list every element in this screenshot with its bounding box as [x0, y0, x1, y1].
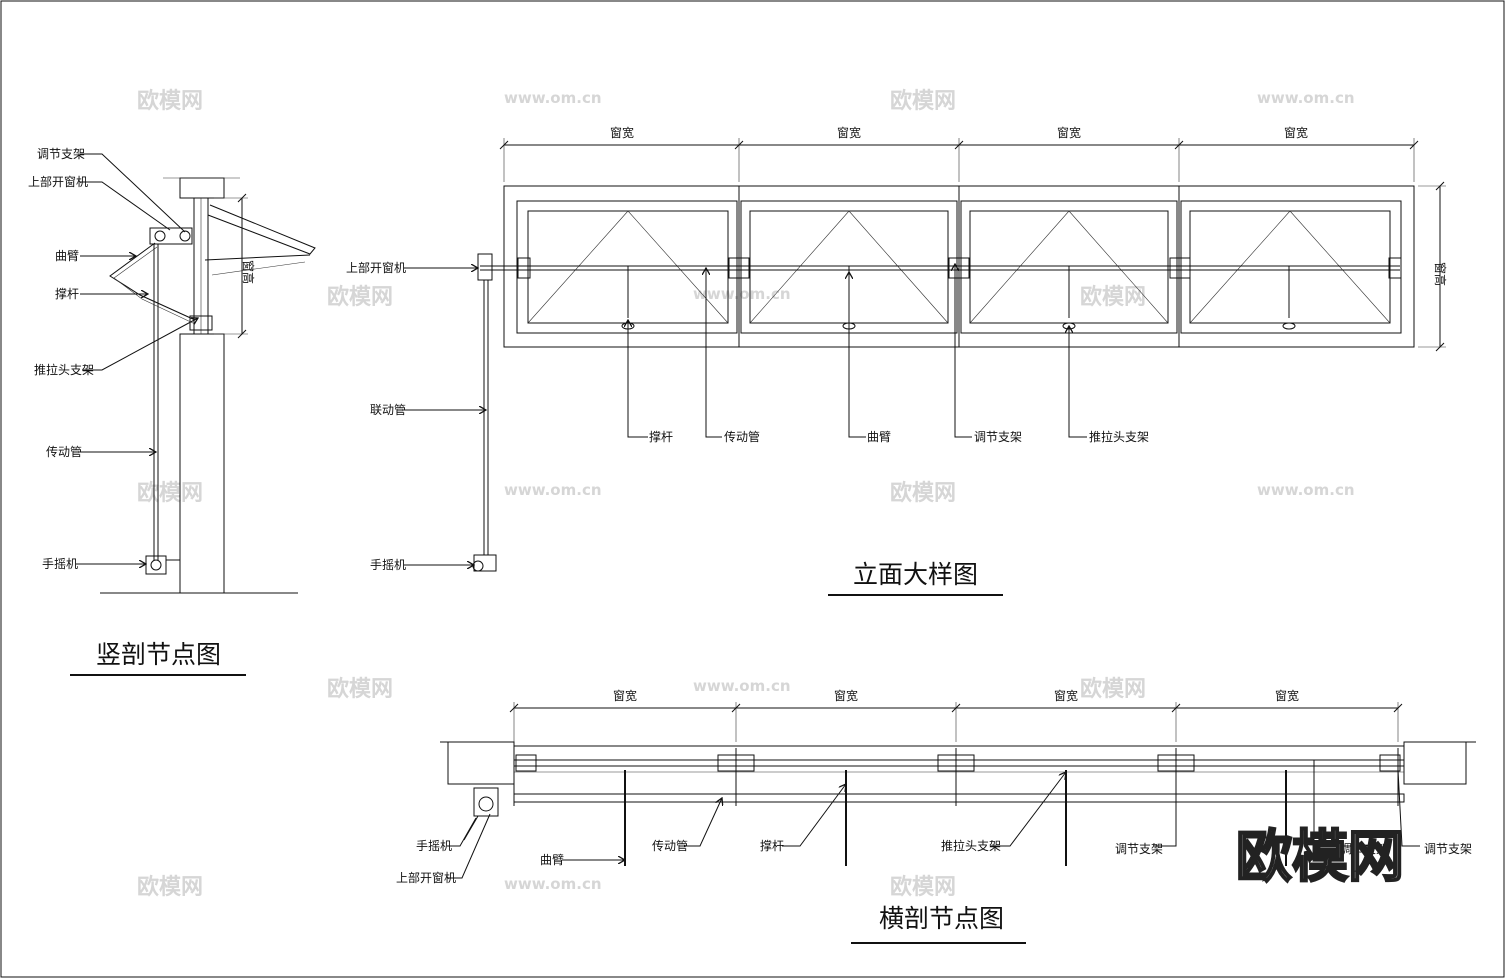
- label-push-bracket: 推拉头支架: [34, 362, 94, 377]
- elevation-leaders: [404, 264, 1087, 565]
- horizontal-section-title: 横剖节点图: [879, 904, 1004, 933]
- label-push-bracket: 推拉头支架: [1089, 429, 1149, 444]
- vertical-section-title: 竖剖节点图: [96, 640, 221, 669]
- svg-text:窗宽: 窗宽: [1284, 125, 1308, 140]
- vertical-section-drawing: [100, 177, 316, 594]
- svg-text:窗宽: 窗宽: [837, 125, 861, 140]
- watermark-logo: 欧模网: [1236, 825, 1404, 890]
- svg-text:窗宽: 窗宽: [1054, 688, 1078, 703]
- svg-text:窗高: 窗高: [1433, 262, 1448, 286]
- label-adjust-bracket: 调节支架: [37, 147, 85, 161]
- label-folding-arm: 曲臂: [55, 249, 79, 263]
- label-top-opener: 上部开窗机: [346, 260, 406, 275]
- svg-text:欧模网: 欧模网: [1080, 676, 1146, 702]
- label-strut: 撑杆: [55, 286, 79, 301]
- svg-text:www.om.cn: www.om.cn: [1257, 481, 1355, 499]
- label-hand-crank: 手摇机: [42, 557, 78, 571]
- svg-text:欧模网: 欧模网: [890, 480, 956, 506]
- label-drive-tube: 传动管: [652, 838, 688, 853]
- vertical-section-leaders: [76, 153, 198, 564]
- watermark-urls: www.om.cn www.om.cn www.om.cn www.om.cn …: [504, 89, 1355, 893]
- svg-text:窗宽: 窗宽: [1275, 688, 1299, 703]
- svg-text:欧模网: 欧模网: [327, 284, 393, 310]
- svg-text:窗宽: 窗宽: [613, 688, 637, 703]
- elevation-labels: 上部开窗机 联动管 手摇机 撑杆 传动管 曲臂 调节支架 推拉头支架: [346, 260, 1149, 572]
- svg-text:欧模网: 欧模网: [137, 88, 203, 114]
- vertical-section-dim: 窗高: [241, 260, 256, 284]
- label-adjust-bracket: 调节支架: [1115, 842, 1163, 856]
- label-strut: 撑杆: [649, 429, 673, 444]
- label-hand-crank: 手摇机: [416, 839, 452, 853]
- watermarks: 欧模网 欧模网 欧模网 欧模网 欧模网 欧模网 欧模网 欧模网 欧模网 欧模网: [137, 88, 1146, 900]
- elevation-title: 立面大样图: [853, 560, 978, 589]
- svg-text:欧模网: 欧模网: [890, 88, 956, 114]
- label-adjust-bracket: 调节支架: [1340, 842, 1388, 856]
- svg-text:www.om.cn: www.om.cn: [1257, 89, 1355, 107]
- label-drive-tube: 传动管: [724, 429, 760, 444]
- svg-text:www.om.cn: www.om.cn: [504, 481, 602, 499]
- horizontal-section-labels: 手摇机 上部开窗机 曲臂 传动管 撑杆 推拉头支架 调节支架 调节支架 调节支架: [396, 838, 1472, 885]
- elevation-drawing: [472, 138, 1446, 572]
- svg-text:www.om.cn: www.om.cn: [504, 875, 602, 893]
- svg-text:www.om.cn: www.om.cn: [693, 677, 791, 695]
- elevation-dims: 窗宽 窗宽 窗宽 窗宽 窗高: [610, 125, 1448, 286]
- label-top-opener: 上部开窗机: [28, 174, 88, 189]
- label-adjust-bracket: 调节支架: [1424, 842, 1472, 856]
- label-folding-arm: 曲臂: [540, 853, 564, 867]
- svg-text:窗宽: 窗宽: [610, 125, 634, 140]
- svg-text:欧模网: 欧模网: [890, 874, 956, 900]
- svg-text:欧模网: 欧模网: [137, 874, 203, 900]
- vertical-section-labels: 调节支架 上部开窗机 曲臂 撑杆 推拉头支架 传动管 手摇机: [28, 147, 94, 571]
- label-folding-arm: 曲臂: [867, 430, 891, 444]
- svg-text:窗宽: 窗宽: [834, 688, 858, 703]
- svg-text:窗宽: 窗宽: [1057, 125, 1081, 140]
- label-hand-crank: 手摇机: [370, 558, 406, 572]
- svg-text:欧模网: 欧模网: [327, 676, 393, 702]
- svg-text:www.om.cn: www.om.cn: [693, 285, 791, 303]
- horizontal-section-leaders: [447, 760, 1420, 879]
- label-adjust-bracket: 调节支架: [974, 430, 1022, 444]
- svg-text:欧模网: 欧模网: [1080, 284, 1146, 310]
- svg-text:www.om.cn: www.om.cn: [504, 89, 602, 107]
- label-top-opener: 上部开窗机: [396, 870, 456, 885]
- label-push-bracket: 推拉头支架: [941, 838, 1001, 853]
- svg-text:欧模网: 欧模网: [137, 480, 203, 506]
- label-drive-tube: 传动管: [46, 444, 82, 459]
- label-link-tube: 联动管: [370, 402, 406, 417]
- horizontal-section-dims: 窗宽 窗宽 窗宽 窗宽: [613, 688, 1299, 703]
- label-strut: 撑杆: [760, 838, 784, 853]
